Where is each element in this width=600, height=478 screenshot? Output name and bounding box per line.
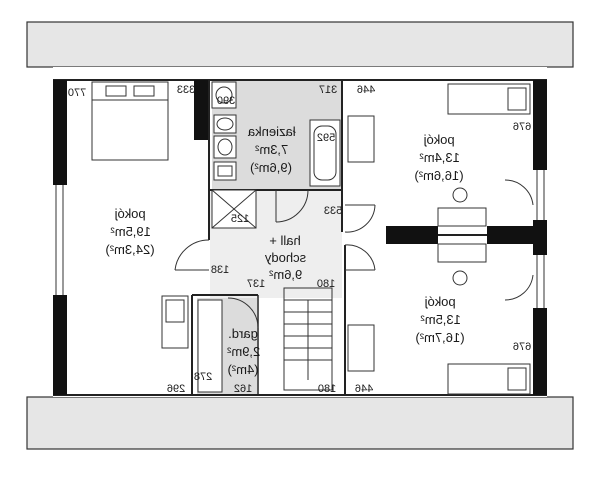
dim-390: 390 (217, 95, 235, 107)
label-bedroom-top-right: pokój 13,4m² (16,6m²) (414, 132, 463, 183)
svg-text:pokój: pokój (423, 132, 454, 147)
svg-text:(16,6m²): (16,6m²) (414, 168, 463, 183)
roof-bottom (26, 396, 574, 450)
wardrobe-shelf (197, 299, 223, 393)
svg-text:2,9m²: 2,9m² (226, 344, 260, 359)
label-bathroom: łazienka 7,3m² (9,6m²) (247, 124, 295, 175)
wall-right-bottom (533, 308, 547, 395)
window-right-top (536, 170, 545, 220)
wall-right-mid (533, 220, 547, 255)
door-swing-top-right (344, 204, 376, 233)
dim-592: 592 (317, 132, 335, 144)
svg-text:19,5m²: 19,5m² (110, 224, 151, 239)
wall-right-partition-a (386, 226, 438, 244)
dim-125: 125 (231, 213, 249, 225)
door-swing-window-br (504, 274, 534, 301)
svg-text:9,6m²: 9,6m² (268, 267, 302, 282)
svg-text:(16,7m²): (16,7m²) (415, 330, 464, 345)
dim-333: 333 (177, 84, 195, 96)
svg-text:łazienka: łazienka (247, 124, 295, 139)
dim-676-bottom: 676 (513, 341, 531, 353)
armchair-left (161, 295, 189, 349)
door-swing-window-tr (504, 179, 534, 206)
label-wardrobe: gard. 2,9m² (4m²) (226, 326, 260, 377)
dim-317: 317 (319, 84, 337, 96)
dim-446-top: 446 (357, 84, 375, 96)
dim-676-top: 676 (513, 121, 531, 133)
svg-text:gard.: gard. (228, 326, 258, 341)
wall-bath-left (194, 80, 210, 140)
dim-162: 162 (234, 383, 252, 395)
dim-180-mid: 180 (317, 278, 335, 290)
label-bedroom-left: pokój 19,5m² (24,3m²) (105, 206, 154, 257)
dim-770: 770 (68, 87, 86, 99)
wall-right-partition-b (487, 226, 533, 244)
svg-text:(24,3m²): (24,3m²) (105, 242, 154, 257)
bed-double (91, 81, 169, 161)
svg-text:13,4m²: 13,4m² (419, 150, 460, 165)
wall-right-top (533, 80, 547, 170)
svg-text:schody: schody (264, 250, 306, 265)
svg-text:(4m²): (4m²) (227, 362, 258, 377)
door-swing-bathroom (275, 189, 309, 223)
window-left (55, 185, 64, 295)
dim-138: 138 (211, 264, 229, 276)
svg-text:13,5m²: 13,5m² (420, 312, 461, 327)
wall-left-top (53, 80, 67, 185)
door-swing-left-room (174, 239, 210, 271)
svg-text:7,3m²: 7,3m² (254, 142, 288, 157)
svg-text:(9,6m²): (9,6m²) (250, 160, 292, 175)
dim-180-bottom: 180 (318, 383, 336, 395)
window-right-bottom (536, 255, 545, 308)
label-hall: hall + schody 9,6m² (264, 233, 306, 282)
staircase (283, 287, 333, 391)
dim-446-bottom: 446 (355, 383, 373, 395)
dim-533: 533 (324, 205, 342, 217)
desk-bottom-right (347, 243, 487, 372)
dim-296: 296 (167, 383, 185, 395)
bathroom-fixtures (211, 81, 341, 229)
desk-top-right (347, 115, 487, 227)
door-swing-wardrobe (227, 297, 259, 329)
svg-text:hall +: hall + (269, 233, 300, 248)
dim-137: 137 (247, 278, 265, 290)
door-swing-bottom-right (344, 244, 376, 271)
bed-single-top-right (447, 83, 531, 115)
bed-single-bottom-right (447, 363, 531, 395)
roof-top (26, 21, 574, 68)
label-bedroom-bottom-right: pokój 13,5m² (16,7m²) (415, 294, 464, 345)
svg-text:pokój: pokój (424, 294, 455, 309)
svg-text:pokój: pokój (114, 206, 145, 221)
dim-278: 278 (194, 371, 212, 383)
wall-left-bottom (53, 295, 67, 395)
